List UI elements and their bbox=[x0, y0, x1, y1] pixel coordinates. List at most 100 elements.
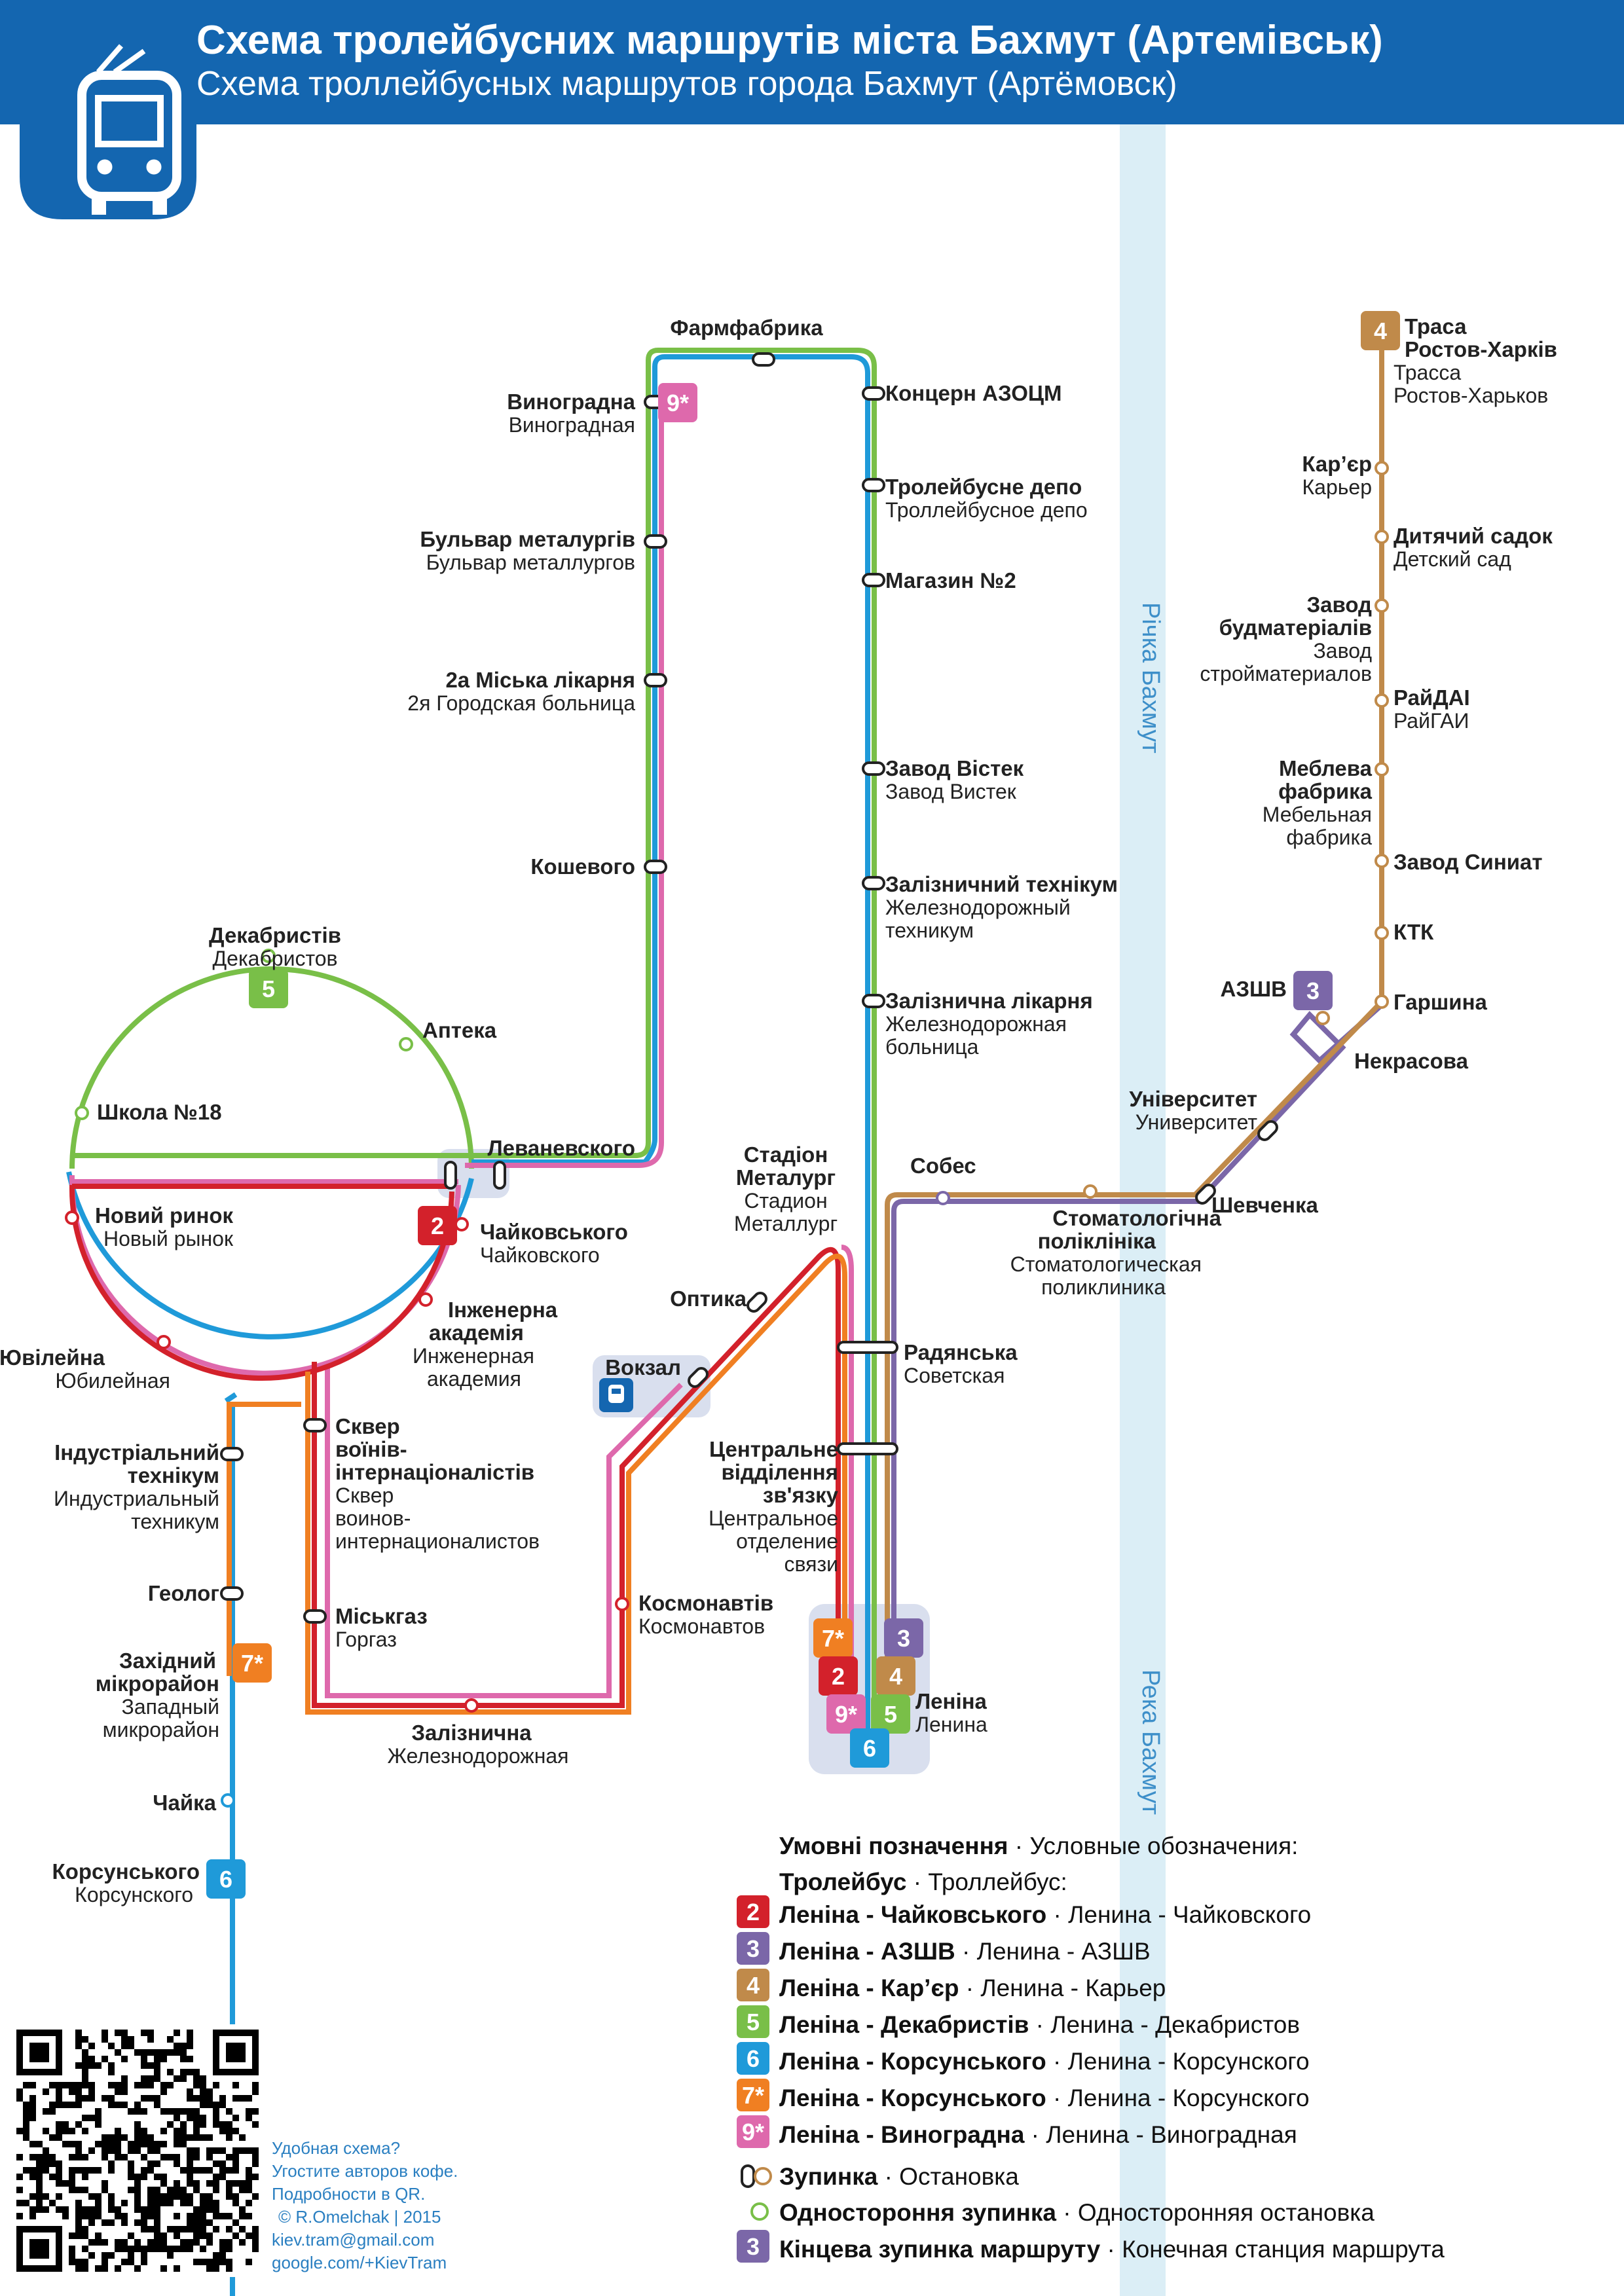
svg-text:Радянська: Радянська bbox=[904, 1340, 1018, 1364]
svg-text:Новый рынок: Новый рынок bbox=[103, 1227, 234, 1250]
svg-text:больница: больница bbox=[885, 1035, 979, 1059]
svg-text:Леваневского: Леваневского bbox=[487, 1136, 635, 1160]
svg-text:Индустриальный: Индустриальный bbox=[54, 1487, 219, 1510]
svg-text:Чайковского: Чайковского bbox=[480, 1243, 600, 1267]
svg-text:Фармфабрика: Фармфабрика bbox=[670, 316, 823, 340]
svg-text:5: 5 bbox=[262, 975, 275, 1002]
svg-text:Леніна - Декабристів · Ленина: Леніна - Декабристів · Ленина - Декабрис… bbox=[779, 2011, 1300, 2038]
svg-text:Леніна - Виноградна · Ленина -: Леніна - Виноградна · Ленина - Виноградн… bbox=[779, 2121, 1297, 2148]
svg-text:Міськгаз: Міськгаз bbox=[335, 1604, 428, 1628]
railway-station-icon bbox=[599, 1378, 633, 1412]
terminal-badge-4-trasa: 4 bbox=[1361, 311, 1400, 350]
svg-text:будматеріалів: будматеріалів bbox=[1219, 615, 1372, 640]
legend-item-6: 6 Леніна - Корсунського · Ленина - Корсу… bbox=[737, 2042, 1310, 2075]
terminal-badge-2-chaikovskogo: 2 bbox=[418, 1206, 457, 1245]
svg-text:Металлург: Металлург bbox=[734, 1212, 838, 1235]
svg-text:Залізничний технікум: Залізничний технікум bbox=[885, 872, 1118, 896]
terminal-badge-7-zakhidnyi: 7* bbox=[232, 1643, 272, 1683]
svg-text:Ленина: Ленина bbox=[915, 1713, 987, 1736]
svg-text:Шевченка: Шевченка bbox=[1211, 1193, 1319, 1217]
river-bakhmut bbox=[1120, 124, 1166, 2296]
svg-text:Залізнична лікарня: Залізнична лікарня bbox=[885, 989, 1093, 1013]
oneway-stop-markers bbox=[65, 949, 1330, 1808]
svg-text:7*: 7* bbox=[241, 1650, 263, 1677]
svg-text:6: 6 bbox=[747, 2045, 760, 2072]
svg-text:Угостите авторов кофе.: Угостите авторов кофе. bbox=[272, 2161, 458, 2181]
svg-text:Аптека: Аптека bbox=[422, 1018, 497, 1042]
svg-text:3: 3 bbox=[747, 1935, 760, 1962]
svg-text:Виноградная: Виноградная bbox=[509, 413, 635, 437]
svg-text:Железнодорожный: Железнодорожный bbox=[885, 896, 1071, 919]
svg-text:Леніна - Чайковського · Ленина: Леніна - Чайковського · Ленина - Чайковс… bbox=[779, 1901, 1311, 1928]
svg-text:техникум: техникум bbox=[885, 919, 974, 942]
svg-text:9*: 9* bbox=[667, 390, 689, 416]
legend: Умовні позначення · Условные обозначения… bbox=[737, 1832, 1445, 2263]
svg-text:Подробности в QR.: Подробности в QR. bbox=[272, 2184, 425, 2204]
svg-text:Космонавтів: Космонавтів bbox=[638, 1591, 773, 1615]
svg-text:Леніна - Кар’єр · Ленина - Ка: Леніна - Кар’єр · Ленина - Карьер bbox=[779, 1975, 1166, 2001]
svg-text:Західний: Західний bbox=[119, 1649, 216, 1673]
river-label-ru: Река Бахмут bbox=[1137, 1669, 1164, 1815]
svg-text:РайГАИ: РайГАИ bbox=[1393, 709, 1469, 733]
svg-text:Вокзал: Вокзал bbox=[605, 1355, 681, 1379]
svg-text:Кошевого: Кошевого bbox=[530, 854, 635, 879]
svg-text:Кінцева зупинка маршруту · Кон: Кінцева зупинка маршруту · Конечная стан… bbox=[779, 2236, 1445, 2263]
svg-text:Космонавтов: Космонавтов bbox=[638, 1614, 765, 1638]
svg-text:2: 2 bbox=[747, 1899, 760, 1925]
svg-text:Трасса: Трасса bbox=[1393, 361, 1461, 384]
terminal-group-lenina: 7* 3 2 4 9* 5 6 bbox=[813, 1618, 923, 1768]
svg-text:9*: 9* bbox=[835, 1701, 857, 1728]
svg-text:Університет: Університет bbox=[1129, 1087, 1257, 1111]
svg-text:2я Городская больница: 2я Городская больница bbox=[407, 691, 635, 715]
svg-text:Декабристов: Декабристов bbox=[212, 947, 337, 970]
svg-text:Магазин №2: Магазин №2 bbox=[885, 568, 1016, 592]
svg-text:5: 5 bbox=[884, 1701, 897, 1728]
legend-item-3: 3 Леніна - АЗШВ · Ленина - АЗШВ bbox=[737, 1932, 1151, 1965]
svg-text:Завод Вистек: Завод Вистек bbox=[885, 780, 1017, 803]
svg-text:Стадіон: Стадіон bbox=[744, 1142, 828, 1167]
terminal-badge-9-vynogradna: 9* bbox=[658, 383, 697, 422]
legend-item-4: 4 Леніна - Кар’єр · Ленина - Карьер bbox=[737, 1969, 1166, 2001]
svg-text:4: 4 bbox=[889, 1663, 902, 1690]
svg-text:Инженерная: Инженерная bbox=[413, 1344, 534, 1368]
svg-text:Завод: Завод bbox=[1306, 592, 1372, 617]
svg-text:3: 3 bbox=[747, 2233, 760, 2260]
svg-text:Індустріальний: Індустріальний bbox=[54, 1440, 219, 1465]
svg-text:Зупинка · Остановка: Зупинка · Остановка bbox=[779, 2163, 1019, 2190]
svg-text:зв'язку: зв'язку bbox=[763, 1483, 839, 1507]
svg-text:воїнів-: воїнів- bbox=[335, 1437, 407, 1461]
svg-text:4: 4 bbox=[1374, 318, 1387, 344]
svg-text:Центральне: Центральне bbox=[709, 1437, 838, 1461]
svg-text:Стоматологическая: Стоматологическая bbox=[1010, 1252, 1202, 1276]
legend-oneway-stop: Одностороння зупинка · Односторонняя ост… bbox=[750, 2199, 1375, 2226]
svg-text:Завод Синиат: Завод Синиат bbox=[1393, 850, 1543, 874]
svg-text:Одностороння зупинка · Односто: Одностороння зупинка · Односторонняя ост… bbox=[779, 2199, 1375, 2226]
svg-text:отделение: отделение bbox=[736, 1529, 838, 1553]
svg-text:Мебельная: Мебельная bbox=[1263, 803, 1372, 826]
svg-text:Сквер: Сквер bbox=[335, 1414, 400, 1438]
svg-text:Стадион: Стадион bbox=[744, 1189, 827, 1212]
trolleybus-icon bbox=[77, 44, 181, 215]
svg-text:інтернаціоналістів: інтернаціоналістів bbox=[335, 1460, 534, 1484]
svg-text:6: 6 bbox=[219, 1866, 232, 1893]
svg-text:2а Міська лікарня: 2а Міська лікарня bbox=[445, 668, 635, 692]
svg-text:Ювілейна: Ювілейна bbox=[0, 1345, 105, 1370]
svg-text:Карьер: Карьер bbox=[1302, 475, 1373, 499]
river-label-ua: Річка Бахмут bbox=[1137, 602, 1164, 754]
svg-text:google.com/+KievTram: google.com/+KievTram bbox=[272, 2253, 447, 2272]
svg-text:мікрорайон: мікрорайон bbox=[96, 1671, 219, 1696]
legend-item-5: 5 Леніна - Декабристів · Ленина - Декабр… bbox=[737, 2005, 1300, 2038]
svg-text:техникум: техникум bbox=[131, 1510, 219, 1533]
svg-text:Чайковського: Чайковського bbox=[480, 1220, 628, 1244]
terminal-badge-5-dekabrystiv: 5 bbox=[249, 969, 288, 1008]
svg-text:КТК: КТК bbox=[1393, 920, 1434, 944]
svg-text:АЗШВ: АЗШВ bbox=[1221, 977, 1287, 1001]
header-title-ru: Схема троллейбусных маршрутов города Бах… bbox=[196, 65, 1177, 103]
svg-text:Завод Вістек: Завод Вістек bbox=[885, 756, 1024, 780]
svg-text:Ростов-Харків: Ростов-Харків bbox=[1405, 337, 1557, 361]
header-title-ua: Схема тролейбусних маршрутів міста Бахму… bbox=[196, 18, 1383, 63]
route-2-line bbox=[69, 1184, 841, 1709]
svg-text:Меблева: Меблева bbox=[1279, 756, 1373, 780]
svg-text:академия: академия bbox=[427, 1367, 521, 1391]
